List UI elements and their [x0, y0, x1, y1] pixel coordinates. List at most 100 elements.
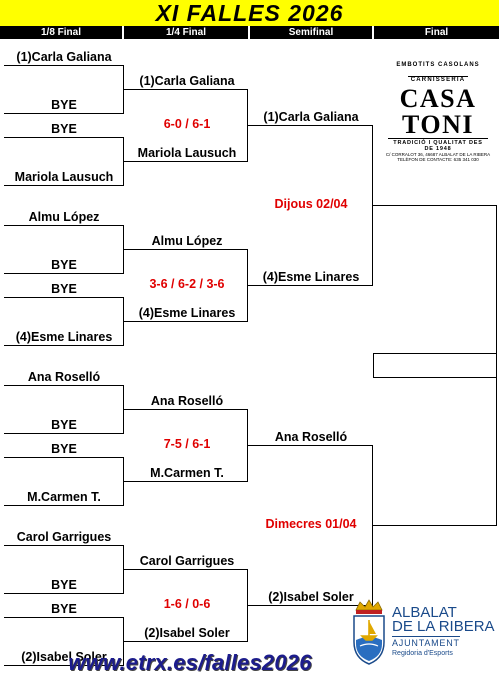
sf-player: (1)Carla Galiana — [263, 110, 359, 124]
title-banner: XI FALLES 2026 — [0, 0, 499, 26]
bracket-line — [4, 617, 124, 618]
bracket-line — [4, 65, 124, 66]
bracket-line — [4, 457, 124, 458]
qf-player: (1)Carla Galiana — [139, 74, 235, 88]
r16-player: BYE — [51, 578, 77, 592]
bracket-line — [372, 125, 373, 286]
bracket-line — [123, 137, 124, 186]
bracket-line — [248, 285, 373, 286]
qf-player: (2)Isabel Soler — [144, 626, 230, 640]
bracket-line — [4, 185, 124, 186]
bracket-line — [123, 225, 124, 274]
bracket-line — [4, 545, 124, 546]
bracket-line — [124, 161, 248, 162]
bracket-line — [4, 385, 124, 386]
round-header-qf: 1/4 Final — [124, 26, 248, 39]
bracket-line — [373, 525, 497, 526]
r16-player: BYE — [51, 442, 77, 456]
council-name-line1: ALBALAT — [392, 604, 457, 621]
bracket-line — [4, 297, 124, 298]
bracket-line — [123, 457, 124, 506]
council-regidoria: Regidoria d'Esports — [392, 650, 453, 657]
sponsor-phone: TELÈFON DE CONTACTE: 635 341 030 — [397, 157, 479, 162]
sf-date: Dimecres 01/04 — [265, 517, 357, 531]
r16-player: (2)Isabel Soler — [21, 650, 107, 664]
sponsor-name: CASA TONI — [399, 84, 477, 139]
bracket-line — [373, 353, 497, 354]
bracket-line — [124, 89, 248, 90]
albalat-logo: ALBALAT DE LA RIBERA AJUNTAMENT Regidori… — [348, 598, 498, 670]
bracket-line — [124, 321, 248, 322]
bracket-line — [4, 225, 124, 226]
r16-player: Almu López — [28, 210, 100, 224]
bracket-line — [124, 569, 248, 570]
qf-score: 7-5 / 6-1 — [163, 437, 211, 451]
bracket-line — [123, 545, 124, 594]
qf-player: Almu López — [151, 234, 223, 248]
bracket-line — [124, 409, 248, 410]
bracket-line — [4, 665, 124, 666]
r16-player: Ana Roselló — [27, 370, 101, 384]
sf-player: (4)Esme Linares — [262, 270, 360, 284]
bracket-line — [4, 505, 124, 506]
bracket-line — [124, 481, 248, 482]
bracket-line — [4, 433, 124, 434]
r16-player: BYE — [51, 602, 77, 616]
bracket-line — [4, 137, 124, 138]
council-ajuntament: AJUNTAMENT — [392, 636, 460, 648]
sponsor-tagline: TRADICIÓ I QUALITAT DES DE 1948 — [388, 138, 488, 152]
bracket-line — [4, 593, 124, 594]
round-header-sf: Semifinal — [250, 26, 372, 39]
bracket-line — [123, 65, 124, 114]
r16-player: BYE — [51, 258, 77, 272]
sf-date: Dijous 02/04 — [274, 197, 348, 211]
sponsor-address: C/ CORRALOT 36, 46687 ALBALAT DE LA RIBE… — [385, 152, 491, 157]
bracket-line — [247, 249, 248, 322]
bracket-line — [373, 205, 497, 206]
bracket-line — [4, 113, 124, 114]
bracket-line — [123, 385, 124, 434]
r16-player: M.Carmen T. — [27, 490, 101, 504]
sponsor-line2: CARNISSERIA — [407, 76, 469, 83]
bracket-line — [372, 445, 373, 606]
r16-player: BYE — [51, 122, 77, 136]
bracket-line — [4, 345, 124, 346]
bracket-line — [247, 569, 248, 642]
casa-toni-logo: EMBOTITS CASOLANS CARNISSERIA CASA TONI … — [378, 62, 498, 162]
qf-score: 6-0 / 6-1 — [163, 117, 211, 131]
bracket-line — [124, 249, 248, 250]
r16-player: BYE — [51, 98, 77, 112]
r16-player: (4)Esme Linares — [15, 330, 113, 344]
r16-player: (1)Carla Galiana — [16, 50, 112, 64]
round-header-final: Final — [374, 26, 499, 39]
bracket-line — [123, 297, 124, 346]
r16-player: Mariola Lausuch — [14, 170, 114, 184]
round-header-r16: 1/8 Final — [0, 26, 122, 39]
qf-player: M.Carmen T. — [150, 466, 224, 480]
bracket-line — [373, 377, 497, 378]
sf-player: (2)Isabel Soler — [268, 590, 354, 604]
council-name: ALBALAT DE LA RIBERA — [392, 604, 495, 635]
bracket-line — [123, 617, 124, 666]
website-url[interactable]: www.etrx.es/falles2026 — [68, 650, 312, 675]
bracket-line — [496, 353, 497, 378]
bracket-line — [248, 445, 373, 446]
coat-of-arms-icon — [353, 599, 385, 665]
qf-player: Ana Roselló — [150, 394, 224, 408]
qf-score: 3-6 / 6-2 / 3-6 — [149, 277, 225, 291]
bracket-line — [248, 605, 373, 606]
bracket-line — [373, 353, 374, 378]
sf-player: Ana Roselló — [274, 430, 348, 444]
qf-player: Mariola Lausuch — [137, 146, 237, 160]
qf-player: (4)Esme Linares — [138, 306, 236, 320]
bracket-line — [247, 89, 248, 162]
r16-player: BYE — [51, 418, 77, 432]
qf-score: 1-6 / 0-6 — [163, 597, 211, 611]
qf-player: Carol Garrigues — [139, 554, 235, 568]
bracket-line — [4, 273, 124, 274]
council-name-line2: DE LA RIBERA — [392, 618, 495, 635]
r16-player: BYE — [51, 282, 77, 296]
bracket-line — [124, 641, 248, 642]
r16-player: Carol Garrigues — [16, 530, 112, 544]
sponsor-line1: EMBOTITS CASOLANS — [396, 62, 480, 68]
